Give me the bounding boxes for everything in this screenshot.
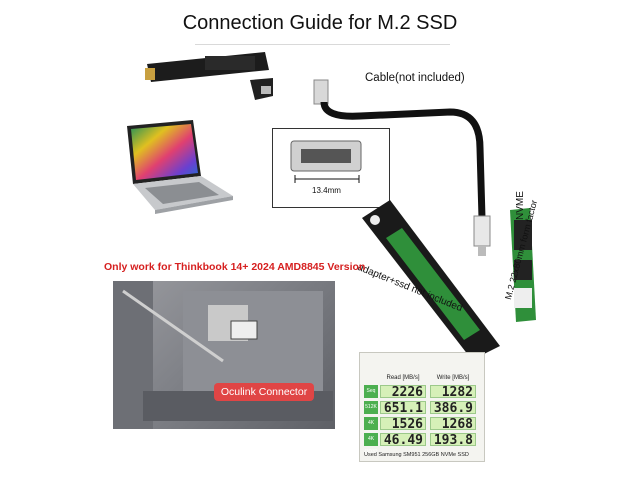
laptop-image [127,120,233,214]
read-value: 1526 [380,417,426,431]
benchmark-panel: Read [MB/s] Write [MB/s] Seq 2226 1282 5… [359,352,485,462]
benchmark-footer: Used Samsung SM951 256GB NVMe SSD [364,452,469,458]
row-label: 4K QD32 [364,433,378,455]
connector-detail-box [272,128,390,208]
write-value: 193.8 [430,433,476,447]
connector-width-label: 13.4mm [312,186,341,195]
read-header: Read [MB/s] [386,375,420,381]
installation-photo [113,281,335,429]
read-value: 651.1 [380,401,426,415]
benchmark-row: Seq 2226 1282 [364,385,478,400]
benchmark-row: 512K 651.1 386.9 [364,401,478,416]
read-value: 46.49 [380,433,426,447]
row-label: 4K [364,417,378,430]
m2-adapter-board [145,52,273,100]
oculink-connector-tag: Oculink Connector [214,383,314,401]
row-label: 512K [364,401,378,414]
write-value: 1268 [430,417,476,431]
cable-label: Cable(not included) [365,72,465,84]
write-value: 1282 [430,385,476,399]
write-header: Write [MB/s] [436,375,470,381]
installation-photo-art [113,281,333,429]
write-value: 386.9 [430,401,476,415]
adapter-and-ssd [362,200,536,360]
read-value: 2226 [380,385,426,399]
page-title: Connection Guide for M.2 SSD [182,12,458,34]
row-label: Seq [364,385,378,398]
connector-detail-image [290,140,362,183]
benchmark-row: 4K 1526 1268 [364,417,478,432]
compatibility-note: Only work for Thinkbook 14+ 2024 AMD8845… [104,261,366,273]
benchmark-row: 4K QD32 46.49 193.8 [364,433,478,455]
title-divider [195,44,450,45]
oculink-cable [313,79,491,256]
